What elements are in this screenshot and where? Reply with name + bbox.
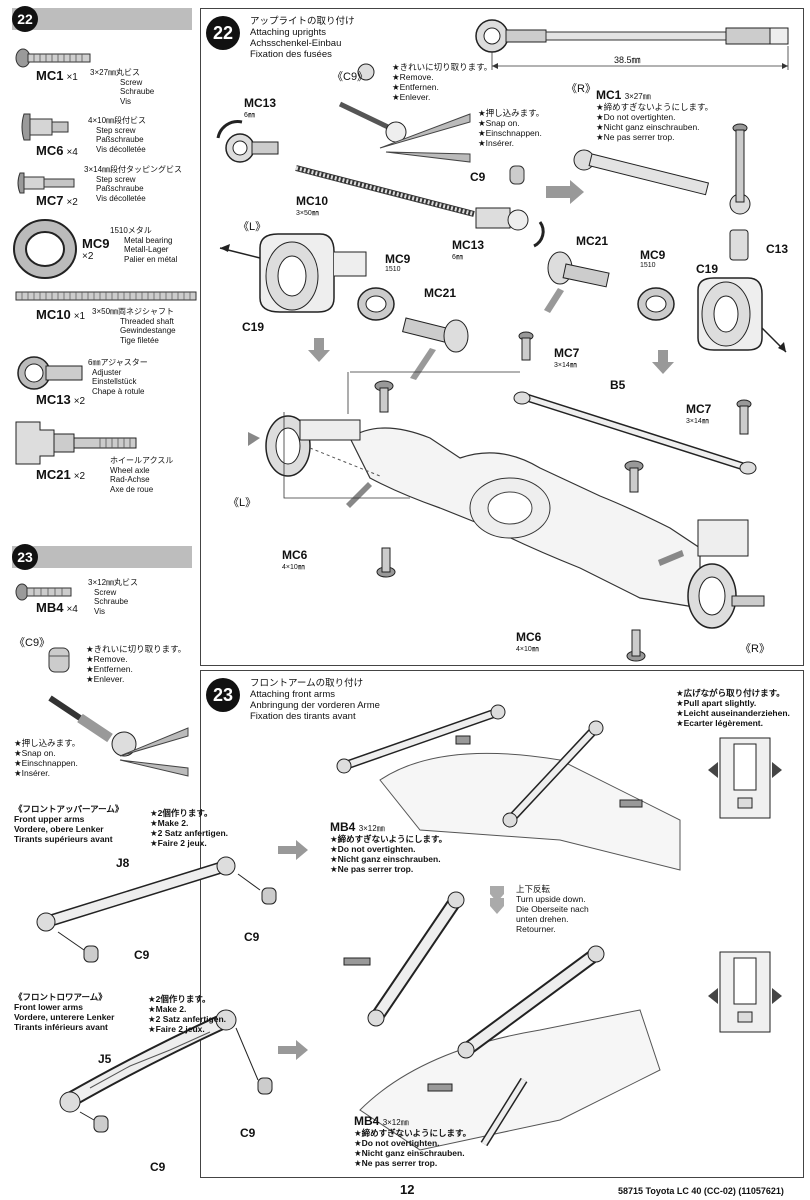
mb4-code: MB4×4 <box>36 600 78 615</box>
model-reference: 58715 Toyota LC 40 (CC-02) (11057621) <box>618 1186 784 1196</box>
mb4-bottom-note: MB4 3×12㎜ ★締めすぎないようにします。★Do not overtigh… <box>354 1114 472 1168</box>
step22-number: 22 <box>206 16 240 50</box>
mc1-code: MC1×1 <box>36 68 78 83</box>
c9-snap-note: ★押し込みます。★Snap on.★Einschnappen.★Insérer. <box>478 108 545 148</box>
tie-rod-dimension-illustration <box>475 19 789 70</box>
mc6-code: MC6×4 <box>36 143 78 158</box>
mb4-screw-illustration <box>15 583 72 601</box>
step22-panel <box>200 8 804 666</box>
mc7-step-screw-illustration <box>17 172 75 194</box>
r-side-label: 《R》 <box>566 83 596 95</box>
l-side-label-2: 《L》 <box>228 497 257 509</box>
step23-parts-number: 23 <box>12 544 38 570</box>
c9-side-snap-note: ★押し込みます。★Snap on.★Einschnappen.★Insérer. <box>14 738 81 778</box>
c9-label-d: C9 <box>150 1160 166 1174</box>
j5-label: J5 <box>98 1052 112 1066</box>
mc9-code: MC9×2 <box>82 236 110 262</box>
c9-side-snap-illustration <box>48 695 189 777</box>
c19-label-a: C19 <box>242 320 265 334</box>
mc21-wheel-axle-illustration <box>15 421 137 465</box>
page-number: 12 <box>400 1182 415 1197</box>
step22-parts-header-bar <box>12 8 192 30</box>
step23-number: 23 <box>206 678 240 712</box>
j8-label: J8 <box>116 856 130 870</box>
mc10-threaded-shaft-illustration <box>15 291 197 301</box>
c9-remove-note: ★きれいに切り取ります。★Remove.★Entfernen.★Enlever. <box>392 62 493 102</box>
mc21-code: MC21×2 <box>36 467 86 482</box>
mc6-step-screw-illustration <box>21 113 69 141</box>
step23-assembly-drawing <box>36 704 782 1151</box>
c9-side-remove-note: ★きれいに切り取ります。★Remove.★Entfernen.★Enlever. <box>86 644 187 684</box>
c9-label-b: C9 <box>134 948 150 962</box>
pull-apart-diagram-top <box>708 737 782 819</box>
l-side-label: 《L》 <box>238 221 267 233</box>
pull-apart-note: ★広げながら取り付けます。★Pull apart slightly.★Leich… <box>676 688 790 728</box>
mc1-screw-illustration <box>15 48 91 68</box>
mc21-label-a: MC21 <box>424 286 457 300</box>
step22-assembly-drawing <box>216 19 789 662</box>
c13-label: C13 <box>766 242 789 256</box>
step23-panel <box>200 670 804 1178</box>
c9-label-a: C9 <box>244 930 260 944</box>
mc13-code: MC13×2 <box>36 392 86 407</box>
mc9-metal-bearing-illustration <box>13 219 77 279</box>
mc13-adjuster-illustration <box>17 356 83 390</box>
c9-label-c: C9 <box>240 1126 256 1140</box>
lower-arm-make-note: ★2個作ります。★Make 2.★2 Satz anfertigen.★Fair… <box>148 994 226 1034</box>
r-side-label-2: 《R》 <box>740 643 770 655</box>
mb4-top-note: MB4 3×12㎜ ★締めすぎないようにします。★Do not overtigh… <box>330 820 448 874</box>
mc21-label-b: MC21 <box>576 234 609 248</box>
step22-parts-number: 22 <box>12 6 38 32</box>
step23-parts-header-bar <box>12 546 192 568</box>
upper-arm-make-note: ★2個作ります。★Make 2.★2 Satz anfertigen.★Fair… <box>150 808 228 848</box>
c9-inset-label: 《C9》 <box>332 71 369 83</box>
pull-apart-diagram-bottom <box>708 951 782 1033</box>
mc1-overtighten-note: MC1 3×27㎜ ★締めすぎないようにします。★Do not overtigh… <box>596 88 714 142</box>
c19-label-b: C19 <box>696 262 719 276</box>
mc10-code: MC10×1 <box>36 307 86 322</box>
mc7-code: MC7×2 <box>36 193 78 208</box>
c9-side-label: 《C9》 <box>14 637 51 649</box>
c9-label: C9 <box>470 170 486 184</box>
b5-label: B5 <box>610 378 626 392</box>
dimension-label: 38.5㎜ <box>614 55 641 65</box>
c9-side-part-illustration <box>48 647 70 673</box>
